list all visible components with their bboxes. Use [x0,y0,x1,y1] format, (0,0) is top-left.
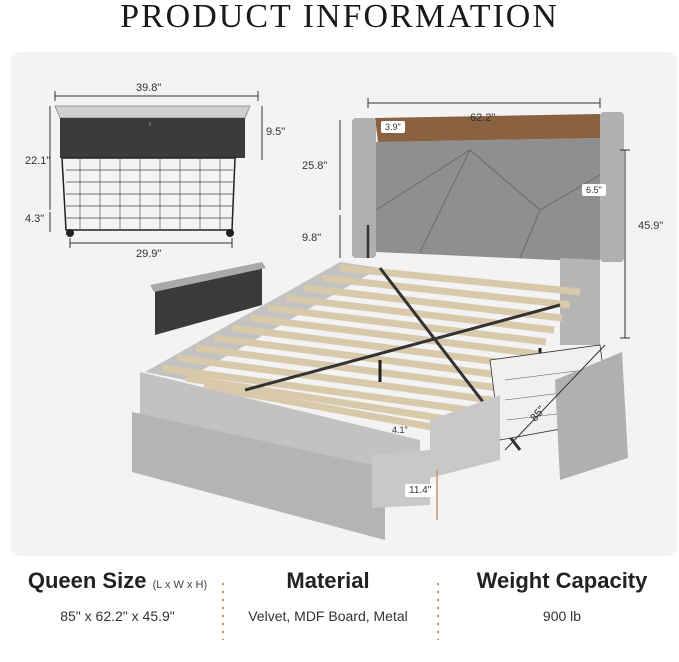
drawer-leg-label: 4.3" [25,213,45,225]
headboard [339,98,630,339]
spec-size: Queen Size (L x W x H) 85" x 62.2" x 45.… [10,568,225,624]
bed-width-label: 62.2" [470,112,496,124]
shelf-depth-label: 3.9" [381,121,405,133]
drawer-illustration [49,91,263,248]
drawer-depth-label: 29.9" [136,248,162,260]
spec-weight-value: 900 lb [542,608,582,624]
total-height-label: 45.9" [638,220,664,232]
spec-weight: Weight Capacity 900 lb [448,568,676,624]
clearance-label: 11.4" [405,484,436,497]
drawer-front-height-label: 9.5" [266,126,286,138]
spec-size-sub: (L x W x H) [152,579,208,591]
page-title: PRODUCT INFORMATION [120,0,559,35]
spec-size-value: 85" x 62.2" x 45.9" [60,608,175,624]
spec-divider [437,580,439,640]
spec-weight-title: Weight Capacity [476,568,648,593]
drawer-width-label: 39.8" [136,82,162,94]
spec-material-title: Material [286,568,370,593]
headboard-upper-label: 25.8" [302,160,328,172]
spec-size-title: Queen Size [27,568,147,593]
headboard-lower-label: 9.8" [302,232,322,244]
drawer-height-label: 22.1" [25,155,51,167]
spec-size-heading: Queen Size (L x W x H) [10,568,225,594]
side-depth-label: 6.5" [582,184,606,196]
spec-divider [222,580,224,640]
bed-frame [132,258,628,540]
slat-gap-label: 4.1" [392,425,408,435]
spec-material-value: Velvet, MDF Board, Metal [248,608,408,624]
spec-material: Material Velvet, MDF Board, Metal [228,568,428,624]
